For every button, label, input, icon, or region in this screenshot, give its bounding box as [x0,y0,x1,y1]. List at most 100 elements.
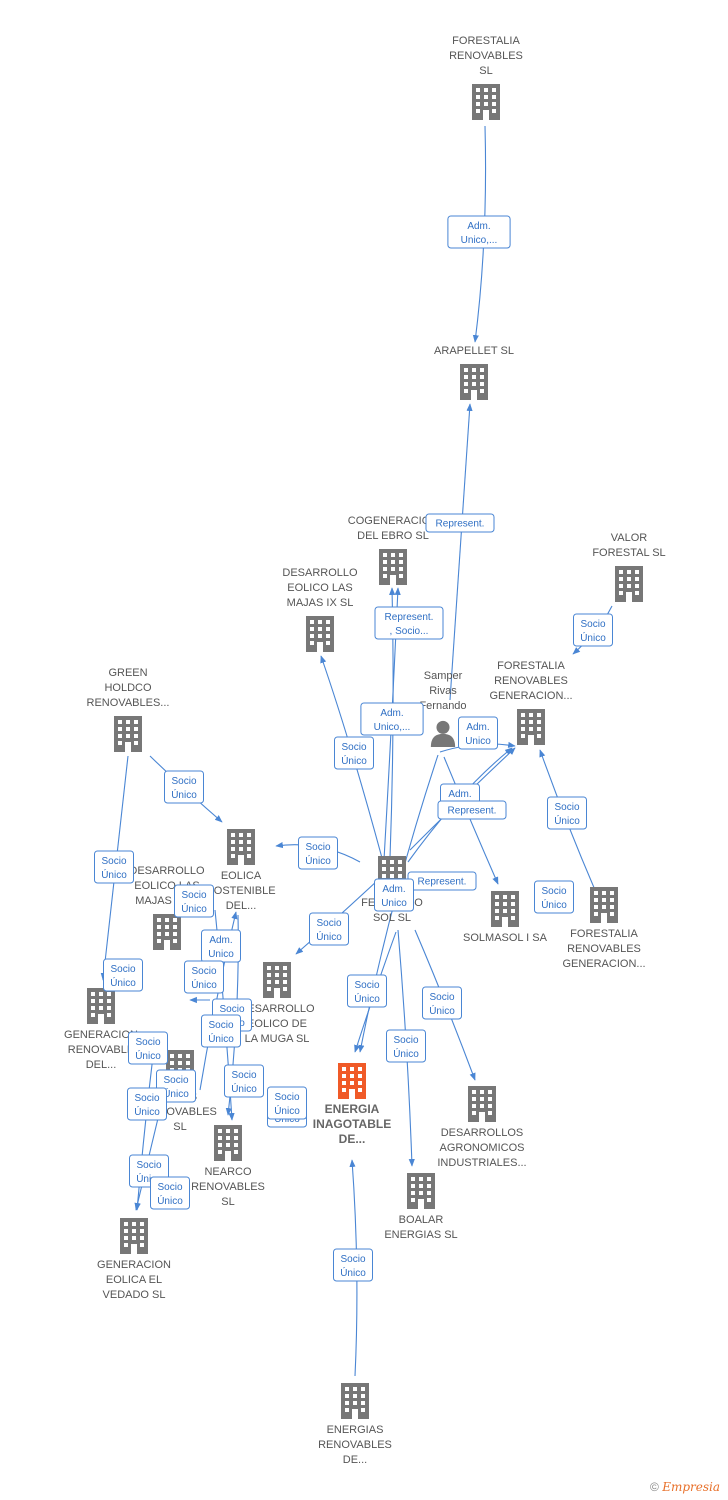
relation-label-text: Adm. [380,708,403,719]
entity-label: EOLICO DE [247,1018,307,1030]
relation-label-text: Unico [208,949,234,960]
relation-label-text: Socio [340,1254,365,1265]
entity-node[interactable]: ENERGIAINAGOTABLEDE... [313,1063,391,1146]
copyright-symbol: © [650,1480,659,1494]
entity-node[interactable]: ARAPELLET SL [434,345,514,400]
entity-label: SOSTENIBLE [206,885,275,897]
entity-label: ENERGIA [325,1102,380,1116]
entity-label: RENOVABLES [494,675,568,687]
entity-label: BOALAR [399,1214,444,1226]
relation-label[interactable]: Represent. [407,871,477,891]
relation-label-text: Único [208,1032,234,1045]
building-icon [153,914,181,950]
relation-label[interactable]: Represent. [425,513,495,533]
relation-label-text: Socio [393,1035,418,1046]
entity-node[interactable]: FORESTALIARENOVABLESGENERACION... [489,660,573,745]
relation-label[interactable]: Represent., Socio... [374,606,444,640]
relation-label-text: Único [135,1049,161,1062]
relation-label-text: Único [541,898,567,911]
relation-label[interactable]: Adm.Unico,... [447,215,511,249]
relation-label-text: Socio [181,890,206,901]
relation-label-box [374,606,444,640]
entity-label: SL [479,65,492,77]
building-icon [590,887,618,923]
relation-label-box [201,1014,241,1048]
entity-label: SOL SL [373,912,411,924]
relation-label-text: Socio [136,1160,161,1171]
relation-label-text: Adm. [209,935,232,946]
relation-label-text: Socio [135,1037,160,1048]
footer-brand[interactable]: © Empresia [650,1480,720,1494]
building-icon [114,716,142,752]
relation-label[interactable]: Adm. Unico [201,929,241,963]
entity-label: FORESTALIA [452,35,520,47]
entity-node[interactable]: EOLICASOSTENIBLEDEL... [206,829,276,912]
entity-label: NEARCO [204,1166,252,1178]
entity-label: RENOVABLES [318,1439,392,1451]
relation-label-text: Socio [163,1075,188,1086]
entity-node[interactable]: SOLMASOL I SA [463,891,548,944]
relation-label-text: Unico [381,898,407,909]
relation-label[interactable]: Adm.Unico [374,878,414,912]
relation-label-text: Socio [171,776,196,787]
relation-label-text: Socio [554,802,579,813]
entity-node[interactable]: DESARROLLOSAGRONOMICOSINDUSTRIALES... [437,1086,527,1169]
relation-label[interactable]: Adm.Unico,... [360,702,424,736]
entity-node[interactable]: FORESTALIARENOVABLESGENERACION... [562,887,646,970]
building-icon [306,616,334,652]
building-icon [517,709,545,745]
relation-label[interactable]: Adm.Unico [458,716,498,750]
building-icon [407,1173,435,1209]
entity-node[interactable]: GREENHOLDCORENOVABLES... [87,667,170,752]
relation-label-box [534,880,574,914]
building-icon [214,1125,242,1161]
relation-label-text: Único [340,1266,366,1279]
relation-label-box [547,796,587,830]
relation-label-text: Represent. [448,806,497,817]
relation-label-text: Único [429,1004,455,1017]
entity-label: Fernando [419,700,466,712]
relation-label-text: Adm. [467,221,490,232]
relation-label[interactable]: Represent. [437,800,507,820]
relation-label-box [103,958,143,992]
entity-label: COGENERACION [348,515,439,527]
relation-label-text: Represent. [418,877,467,888]
relation-label-box [458,716,498,750]
entity-label: RENOVABLES [567,943,641,955]
entity-node[interactable]: ENERGIASRENOVABLESDE... [318,1383,392,1466]
relation-label-text: Socio [341,742,366,753]
entity-node[interactable]: GENERACIONRENOVABLEDEL... [64,988,138,1071]
relation-label-text: Socio [208,1020,233,1031]
